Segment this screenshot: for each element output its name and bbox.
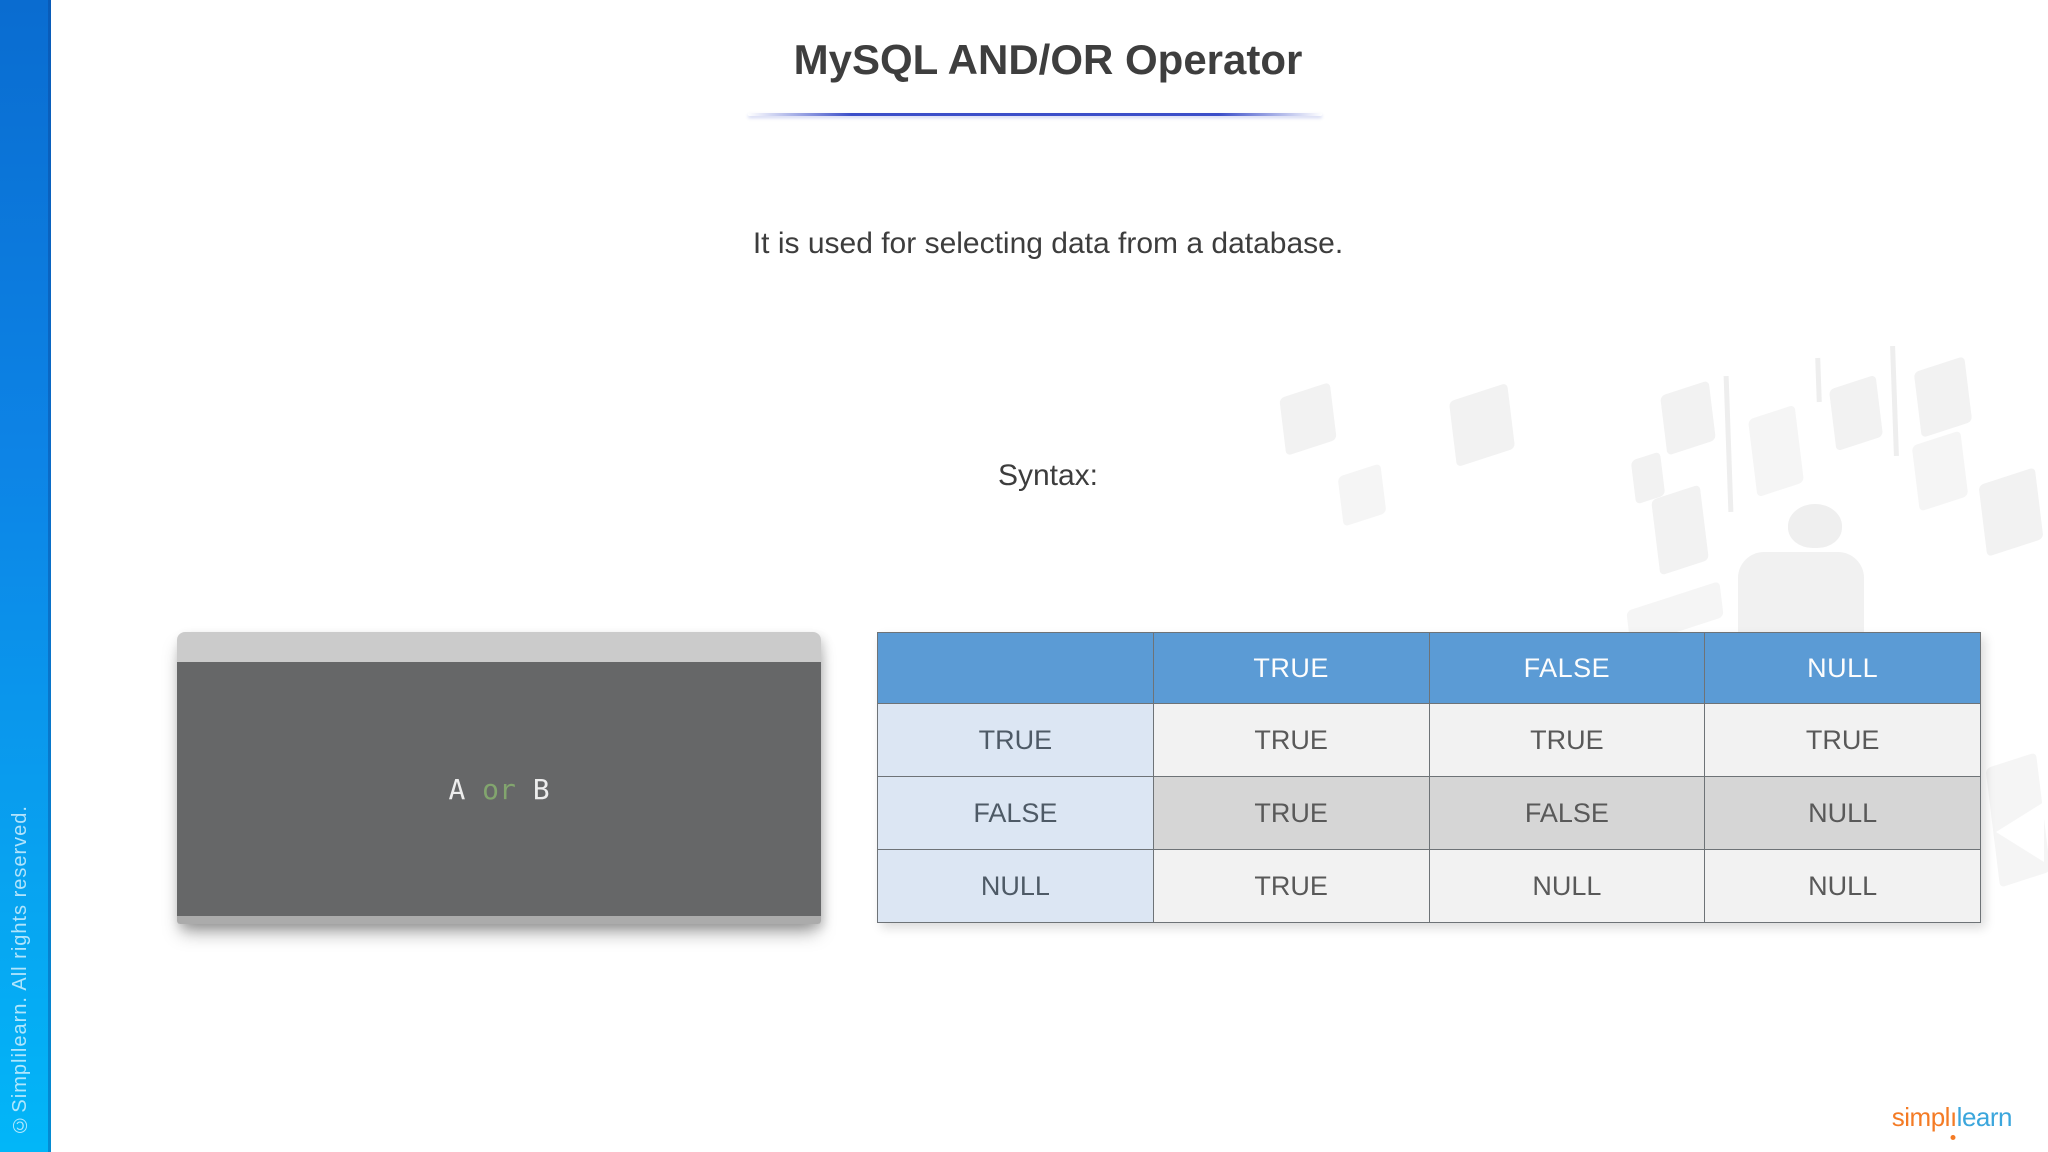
syntax-label: Syntax: — [997, 459, 1099, 492]
decor-panel — [1828, 374, 1884, 452]
truth-table: TRUE FALSE NULL TRUE TRUE TRUE TRUE FALS… — [877, 632, 1981, 923]
code-window-titlebar — [177, 632, 821, 662]
brand-sidebar: ©Simplilearn. All rights reserved. — [0, 0, 51, 1152]
row-label: FALSE — [877, 776, 1154, 850]
decor-panel — [1913, 356, 1973, 438]
table-cell: TRUE — [1704, 703, 1981, 777]
code-keyword-or: or — [482, 772, 516, 806]
page-title: MySQL AND/OR Operator — [793, 36, 1303, 83]
decor-panel — [1660, 380, 1716, 456]
table-header-null: NULL — [1704, 632, 1981, 704]
logo-i: ı — [1949, 1102, 1957, 1140]
decor-pole — [1815, 357, 1822, 403]
decor-panel — [1448, 382, 1516, 468]
decor-person-silhouette — [1738, 552, 1864, 638]
table-header-false: FALSE — [1428, 632, 1706, 704]
decor-pole — [1890, 345, 1899, 457]
logo-text-blue: learn — [1956, 1102, 2013, 1132]
table-cell: NULL — [1428, 849, 1706, 923]
code-operand-a: A — [448, 772, 466, 806]
table-header-empty-cell — [877, 632, 1154, 704]
table-row: NULL TRUE NULL NULL — [877, 849, 1981, 923]
logo-text-orange: simpl — [1891, 1102, 1951, 1132]
table-cell: NULL — [1704, 849, 1981, 923]
table-cell: FALSE — [1428, 776, 1706, 850]
row-label: TRUE — [877, 703, 1154, 777]
table-cell: TRUE — [1152, 776, 1430, 850]
table-cell: TRUE — [1428, 703, 1706, 777]
table-row: TRUE TRUE TRUE TRUE — [877, 703, 1981, 777]
decor-triangle — [1996, 802, 2044, 862]
table-cell: TRUE — [1152, 849, 1430, 923]
title-underline-divider — [748, 113, 1322, 116]
code-operand-b: B — [532, 772, 550, 806]
table-row: FALSE TRUE FALSE NULL — [877, 776, 1981, 850]
table-cell: NULL — [1704, 776, 1981, 850]
decor-person-silhouette — [1788, 504, 1842, 548]
code-window-bottombar — [177, 916, 821, 924]
intro-text: It is used for selecting data from a dat… — [752, 227, 1344, 260]
copyright-vertical-text: ©Simplilearn. All rights reserved. — [9, 805, 31, 1136]
table-cell: TRUE — [1152, 703, 1430, 777]
decor-panel — [1279, 382, 1337, 456]
table-header-row: TRUE FALSE NULL — [877, 632, 1981, 704]
table-header-true: TRUE — [1152, 632, 1430, 704]
logo-i-stem: ı — [1949, 1102, 1957, 1132]
logo-i-dot — [1950, 1135, 1956, 1140]
decor-panel — [1985, 752, 2048, 888]
row-label: NULL — [877, 849, 1154, 923]
decor-panel — [1651, 484, 1709, 576]
